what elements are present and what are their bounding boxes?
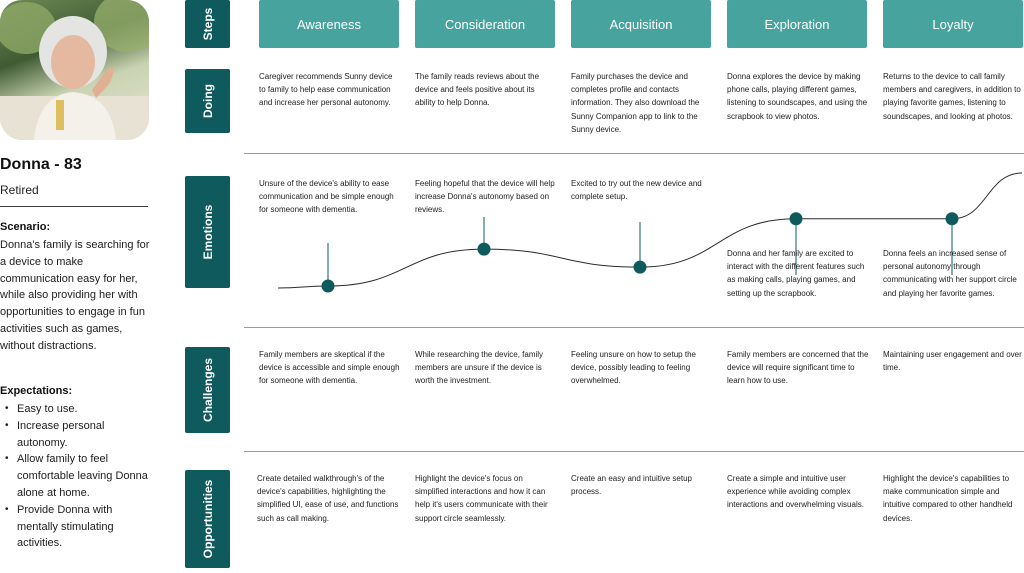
emotion-cell-consideration: Feeling hopeful that the device will hel… bbox=[415, 179, 555, 215]
challenge-cell-consideration: While researching the device, family mem… bbox=[415, 350, 544, 386]
persona-photo bbox=[0, 0, 149, 140]
row-label-emotions-text: Emotions bbox=[200, 204, 215, 260]
doing-cell-awareness: Caregiver recommends Sunny device to fam… bbox=[259, 72, 393, 108]
row-label-steps: Steps bbox=[185, 0, 230, 48]
row-divider bbox=[244, 451, 1024, 452]
row-label-opportunities-text: Opportunities bbox=[200, 479, 215, 559]
row-divider bbox=[244, 327, 1024, 328]
opportunity-cell-acquisition: Create an easy and intuitive setup proce… bbox=[571, 474, 692, 497]
emotion-cell-awareness: Unsure of the device's ability to ease c… bbox=[259, 179, 394, 215]
emotion-marker bbox=[789, 212, 803, 226]
opportunity-cell-loyalty: Highlight the device's capabilities to m… bbox=[883, 474, 1013, 523]
row-label-challenges: Challenges bbox=[185, 347, 230, 433]
emotion-markers bbox=[321, 212, 959, 293]
emotion-cell-exploration: Donna and her family are excited to inte… bbox=[727, 249, 865, 298]
row-label-steps-text: Steps bbox=[200, 7, 215, 41]
emotion-marker bbox=[477, 242, 491, 256]
stage-acquisition: Acquisition bbox=[571, 0, 711, 48]
expectation-item: Provide Donna with mentally stimulating … bbox=[0, 502, 152, 552]
challenge-cell-loyalty: Maintaining user engagement and over tim… bbox=[883, 350, 1022, 373]
row-divider bbox=[244, 153, 1024, 154]
stage-loyalty: Loyalty bbox=[883, 0, 1023, 48]
scenario-text: Donna's family is searching for a device… bbox=[0, 239, 150, 352]
challenge-cell-acquisition: Feeling unsure on how to setup the devic… bbox=[571, 350, 696, 386]
opportunity-cell-exploration: Create a simple and intuitive user exper… bbox=[727, 474, 864, 510]
emotion-marker bbox=[945, 212, 959, 226]
scenario-label: Scenario: bbox=[0, 221, 51, 233]
doing-cell-acquisition: Family purchases the device and complete… bbox=[571, 72, 700, 134]
row-label-emotions: Emotions bbox=[185, 176, 230, 288]
persona-divider bbox=[0, 206, 148, 207]
persona-photo-illustration bbox=[0, 0, 149, 140]
persona-role: Retired bbox=[0, 183, 39, 197]
emotion-marker bbox=[633, 260, 647, 274]
persona-name: Donna - 83 bbox=[0, 156, 82, 173]
challenge-cell-exploration: Family members are concerned that the de… bbox=[727, 350, 869, 386]
doing-cell-exploration: Donna explores the device by making phon… bbox=[727, 72, 868, 121]
emotion-cell-loyalty: Donna feels an increased sense of person… bbox=[883, 249, 1017, 298]
expectation-item: Increase personal autonomy. bbox=[0, 418, 152, 452]
stage-exploration: Exploration bbox=[727, 0, 867, 48]
expectations-list: Easy to use. Increase personal autonomy.… bbox=[0, 401, 152, 552]
doing-cell-loyalty: Returns to the device to call family mem… bbox=[883, 72, 1021, 121]
row-label-opportunities: Opportunities bbox=[185, 470, 230, 568]
challenge-cell-awareness: Family members are skeptical if the devi… bbox=[259, 350, 400, 386]
expectations-label: Expectations: bbox=[0, 385, 73, 397]
stage-consideration: Consideration bbox=[415, 0, 555, 48]
emotion-marker bbox=[321, 279, 335, 293]
row-label-doing-text: Doing bbox=[200, 84, 215, 118]
emotion-curve-line bbox=[277, 172, 1023, 289]
emotion-cell-acquisition: Excited to try out the new device and co… bbox=[571, 179, 702, 202]
row-label-challenges-text: Challenges bbox=[200, 357, 215, 423]
stage-awareness: Awareness bbox=[259, 0, 399, 48]
expectation-item: Allow family to feel comfortable leaving… bbox=[0, 451, 152, 501]
opportunity-cell-awareness: Create detailed walkthrough's of the dev… bbox=[257, 474, 399, 523]
opportunity-cell-consideration: Highlight the device's focus on simplifi… bbox=[415, 474, 548, 523]
row-label-doing: Doing bbox=[185, 69, 230, 133]
expectation-item: Easy to use. bbox=[0, 401, 152, 418]
doing-cell-consideration: The family reads reviews about the devic… bbox=[415, 72, 540, 108]
emotion-curve-chart bbox=[277, 172, 1023, 293]
